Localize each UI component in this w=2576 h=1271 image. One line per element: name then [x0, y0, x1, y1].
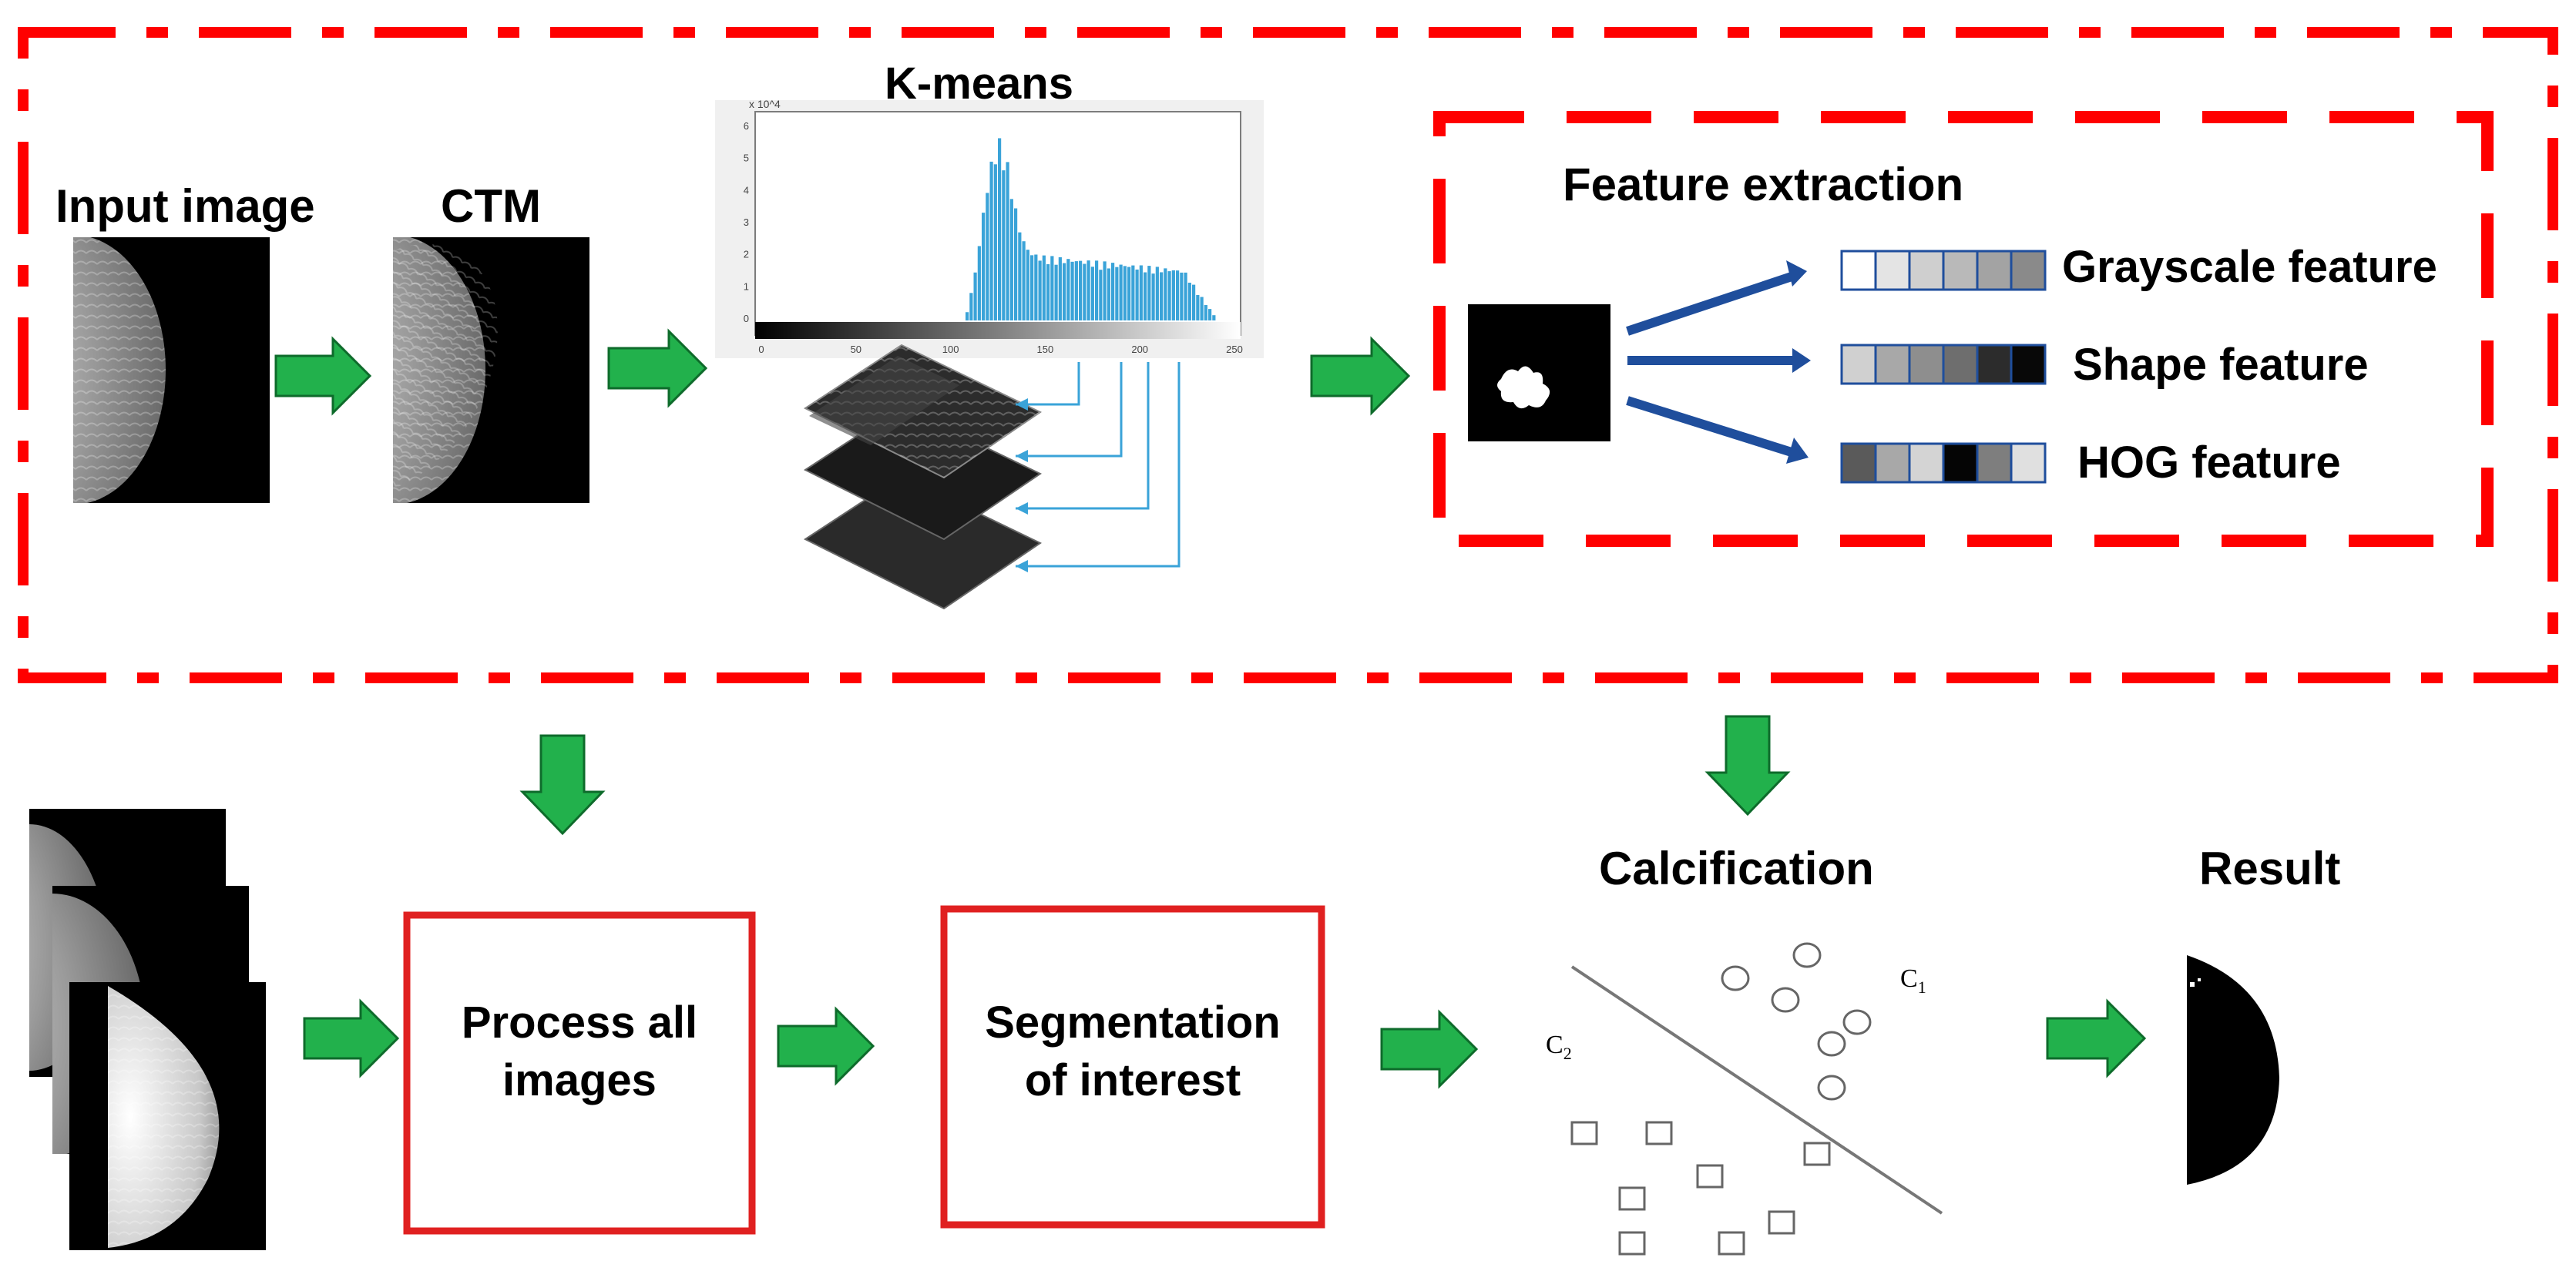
process-all-images-label: Process all images: [461, 998, 698, 1106]
feature-cell: [2010, 344, 2047, 385]
calcification-label: Calcification: [1599, 843, 1874, 894]
result-label: Result: [2199, 843, 2341, 894]
histogram-tick-labels: 0 50 100 150 200 250 0 1 2 3 4 5 6: [744, 120, 1243, 355]
arrow-stack-to-process-icon: [303, 998, 400, 1078]
class-c1-label: C1: [1900, 964, 1926, 997]
connector-line-3: [1016, 362, 1150, 510]
histogram-y-tick: 0: [744, 313, 749, 324]
shape-feature-bar: [1840, 344, 2047, 385]
arrow-ctm-to-kmeans-icon: [607, 328, 708, 408]
histogram-x-tick: 50: [851, 344, 861, 355]
mammogram-image-stack: [29, 809, 266, 1250]
grayscale-feature-bar: [1840, 250, 2047, 291]
arrow-segmentation-to-calcification-icon: [1380, 1009, 1479, 1089]
feature-cell: [2010, 250, 2047, 291]
process-all-images-box: [403, 911, 756, 1235]
connector-line-4: [1016, 362, 1181, 568]
histogram-x-tick: 0: [758, 344, 764, 355]
arrow-down-to-calcification-icon: [1704, 715, 1791, 817]
histogram-bars: [966, 138, 1216, 320]
feature-cell: [2010, 442, 2047, 484]
input-image-label: Input image: [55, 180, 315, 232]
segmented-roi-thumbnail: [1468, 304, 1610, 441]
feature-cell: [1874, 442, 1911, 484]
feature-cell: [1976, 442, 2013, 484]
histogram-y-tick: 5: [744, 153, 749, 164]
feature-arrows: [1626, 260, 1811, 464]
arrow-down-to-process-icon: [519, 734, 606, 836]
arrow-kmeans-to-features-icon: [1310, 336, 1411, 416]
ctm-label: CTM: [441, 180, 541, 232]
feature-cell: [1976, 250, 2013, 291]
histogram-gray-gradient: [755, 322, 1241, 339]
hog-feature-label: HOG feature: [2077, 438, 2341, 488]
calcification-classifier-plot: [1570, 942, 1943, 1256]
kmeans-cluster-layers: [803, 344, 1181, 610]
histogram-x-tick: 200: [1131, 344, 1148, 355]
histogram-y-tick: 4: [744, 184, 749, 196]
kmeans-histogram: 0 50 100 150 200 250 0 1 2 3 4 5 6 x 10^4: [715, 98, 1264, 358]
histogram-x-tick: 150: [1037, 344, 1054, 355]
feature-cell: [1840, 250, 1877, 291]
arrow-calcification-to-result-icon: [2046, 998, 2147, 1078]
grayscale-feature-label: Grayscale feature: [2062, 242, 2437, 292]
connector-line-2: [1016, 362, 1123, 458]
input-image-thumbnail: [73, 237, 270, 503]
feature-cell: [1942, 344, 1979, 385]
feature-cell: [1840, 442, 1877, 484]
histogram-y-exponent: x 10^4: [749, 98, 781, 110]
hog-feature-bar: [1840, 442, 2047, 484]
arrow-input-to-ctm-icon: [274, 336, 372, 416]
histogram-y-tick: 3: [744, 216, 749, 228]
decision-boundary-line: [1570, 965, 1943, 1215]
segmentation-of-interest-box: [940, 905, 1325, 1229]
class-c1-circles: [1721, 942, 1872, 1101]
feature-cell: [1874, 344, 1911, 385]
feature-extraction-frame: [1433, 111, 2494, 547]
histogram-y-tick: 2: [744, 249, 749, 260]
shape-feature-label: Shape feature: [2073, 340, 2369, 390]
feature-cell: [1874, 250, 1911, 291]
ctm-image-thumbnail: [393, 237, 589, 503]
class-c2-squares: [1570, 1121, 1831, 1256]
class-c2-label: C2: [1546, 1031, 1572, 1063]
feature-extraction-label: Feature extraction: [1563, 159, 1964, 210]
histogram-y-tick: 6: [744, 120, 749, 132]
histogram-x-tick: 250: [1226, 344, 1243, 355]
kmeans-label: K-means: [885, 59, 1073, 109]
outer-dashdot-frame: [18, 27, 2558, 683]
feature-cell: [1908, 442, 1945, 484]
feature-cell: [1908, 250, 1945, 291]
feature-cell: [1942, 442, 1979, 484]
histogram-y-tick: 1: [744, 280, 749, 292]
feature-cell: [1942, 250, 1979, 291]
result-image: [2187, 955, 2279, 1185]
arrow-process-to-segmentation-icon: [777, 1006, 875, 1086]
segmentation-of-interest-label: Segmentation of interest: [985, 998, 1281, 1106]
feature-cell: [1840, 344, 1877, 385]
histogram-x-tick: 100: [942, 344, 959, 355]
feature-cell: [1976, 344, 2013, 385]
feature-cell: [1908, 344, 1945, 385]
connector-line-1: [1016, 362, 1080, 406]
